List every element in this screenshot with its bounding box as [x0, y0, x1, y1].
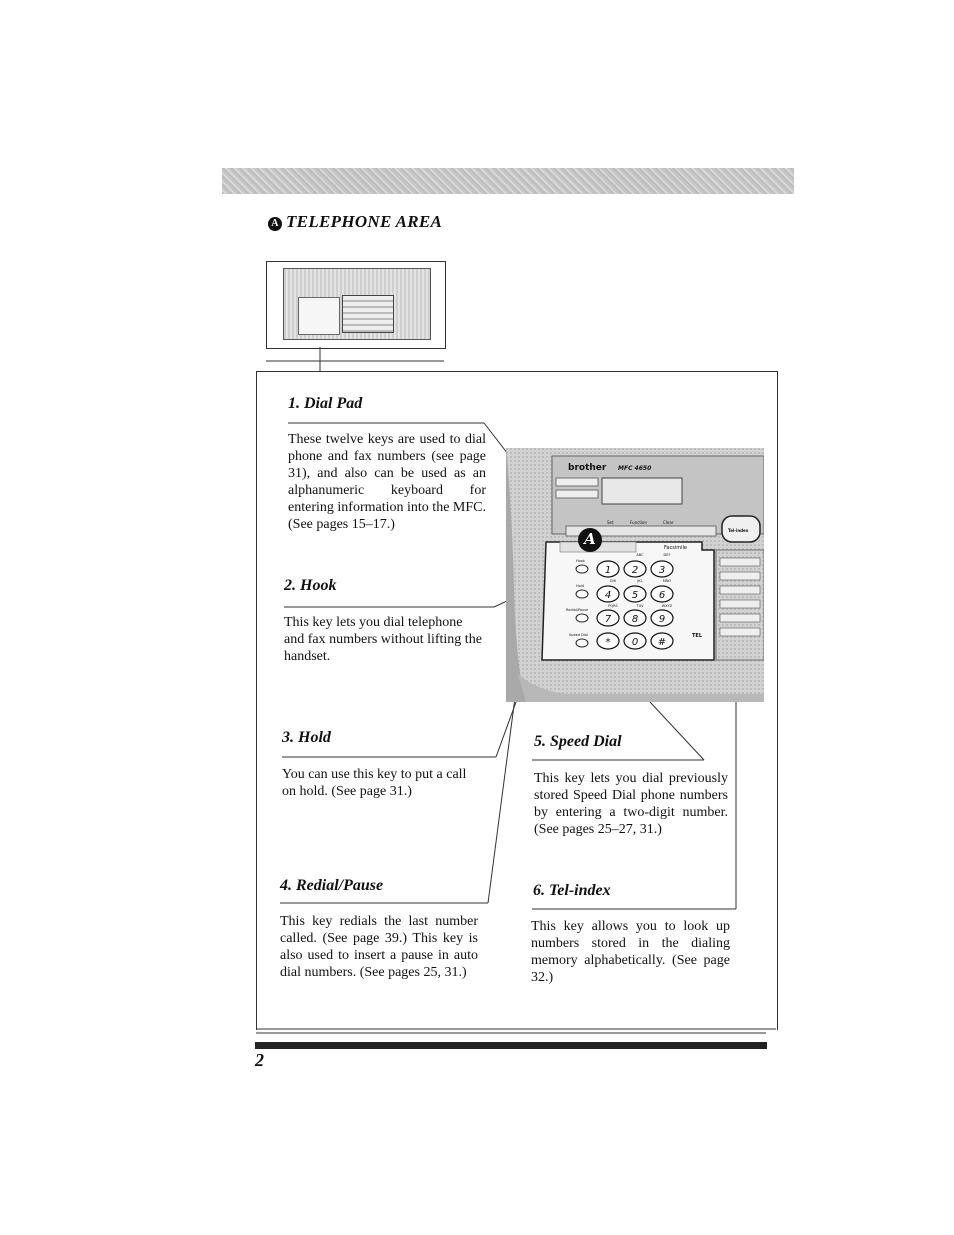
- key-sublabel: ABC: [636, 553, 644, 557]
- dial-key-3: 3: [659, 565, 665, 576]
- section-marker: A: [268, 217, 282, 231]
- footer-band: [255, 1042, 767, 1049]
- dial-key-8: 8: [632, 614, 638, 625]
- hook-text: This key lets you dial telephone and fax…: [284, 615, 482, 664]
- speed-dial-key-label: Speed Dial: [569, 633, 588, 637]
- hook-heading: 2. Hook: [284, 577, 337, 594]
- brand-label: brother: [568, 463, 607, 473]
- redial-pause-heading: 4. Redial/Pause: [280, 877, 384, 894]
- page-number: 2: [255, 1050, 264, 1070]
- dial-key-2: 2: [632, 565, 638, 576]
- model-label: MFC 4650: [618, 465, 651, 472]
- dial-key-9: 9: [659, 614, 665, 625]
- dial-key-0: 0: [632, 637, 638, 648]
- facsimile-label: Facsimile: [664, 545, 687, 551]
- clear-label: Clear: [663, 520, 674, 525]
- dial-key-star: *: [606, 637, 611, 648]
- dial-key-7: 7: [605, 614, 612, 625]
- tel-index-heading: 6. Tel-index: [533, 882, 611, 899]
- redial-key-label: Redial/Pause: [566, 608, 588, 612]
- dial-pad-heading: 1. Dial Pad: [288, 395, 363, 412]
- section-title-text: TELEPHONE AREA: [286, 212, 443, 231]
- thumbnail-panel: [342, 295, 394, 333]
- tel-index-key-label: Tel-index: [728, 528, 749, 533]
- dial-key-1: 1: [605, 565, 611, 576]
- main-frame: [256, 371, 778, 1030]
- dial-key-5: 5: [632, 590, 638, 601]
- hold-text: You can use this key to put a call on ho…: [282, 767, 467, 799]
- locator-thumbnail: [266, 261, 446, 349]
- key-sublabel: TUV: [635, 604, 644, 608]
- fax-machine-illustration: brother MFC 4650 Set Function Clear Tel-…: [506, 448, 764, 702]
- thumbnail-machine: [283, 268, 431, 340]
- tel-key-label: TEL: [692, 633, 703, 639]
- callout-a: A: [582, 530, 596, 548]
- key-sublabel: GHI: [610, 579, 616, 583]
- hook-key-label: Hook: [576, 559, 586, 563]
- function-label: Function: [630, 520, 647, 525]
- dial-key-hash: #: [658, 637, 666, 648]
- tel-index-text: This key allows you to look up numbers s…: [531, 919, 730, 985]
- redial-pause-text: This key redials the last number called.…: [280, 914, 478, 980]
- key-sublabel: PQRS: [608, 604, 618, 608]
- dial-pad-text: These twelve keys are used to dial phone…: [288, 432, 486, 532]
- hold-key-label: Hold: [576, 584, 584, 588]
- header-band: [222, 168, 794, 194]
- dial-key-6: 6: [659, 590, 665, 601]
- key-sublabel: DEF: [664, 553, 671, 557]
- thumbnail-keypad: [298, 297, 340, 335]
- key-sublabel: JKL: [636, 579, 642, 583]
- section-title: A TELEPHONE AREA: [268, 212, 442, 232]
- key-sublabel: MNO: [663, 579, 672, 583]
- key-sublabel: WXYZ: [662, 604, 673, 608]
- speed-dial-heading: 5. Speed Dial: [534, 733, 622, 750]
- dial-key-4: 4: [605, 590, 611, 601]
- hold-heading: 3. Hold: [282, 729, 331, 746]
- set-label: Set: [607, 520, 614, 525]
- speed-dial-text: This key lets you dial previously stored…: [534, 771, 728, 837]
